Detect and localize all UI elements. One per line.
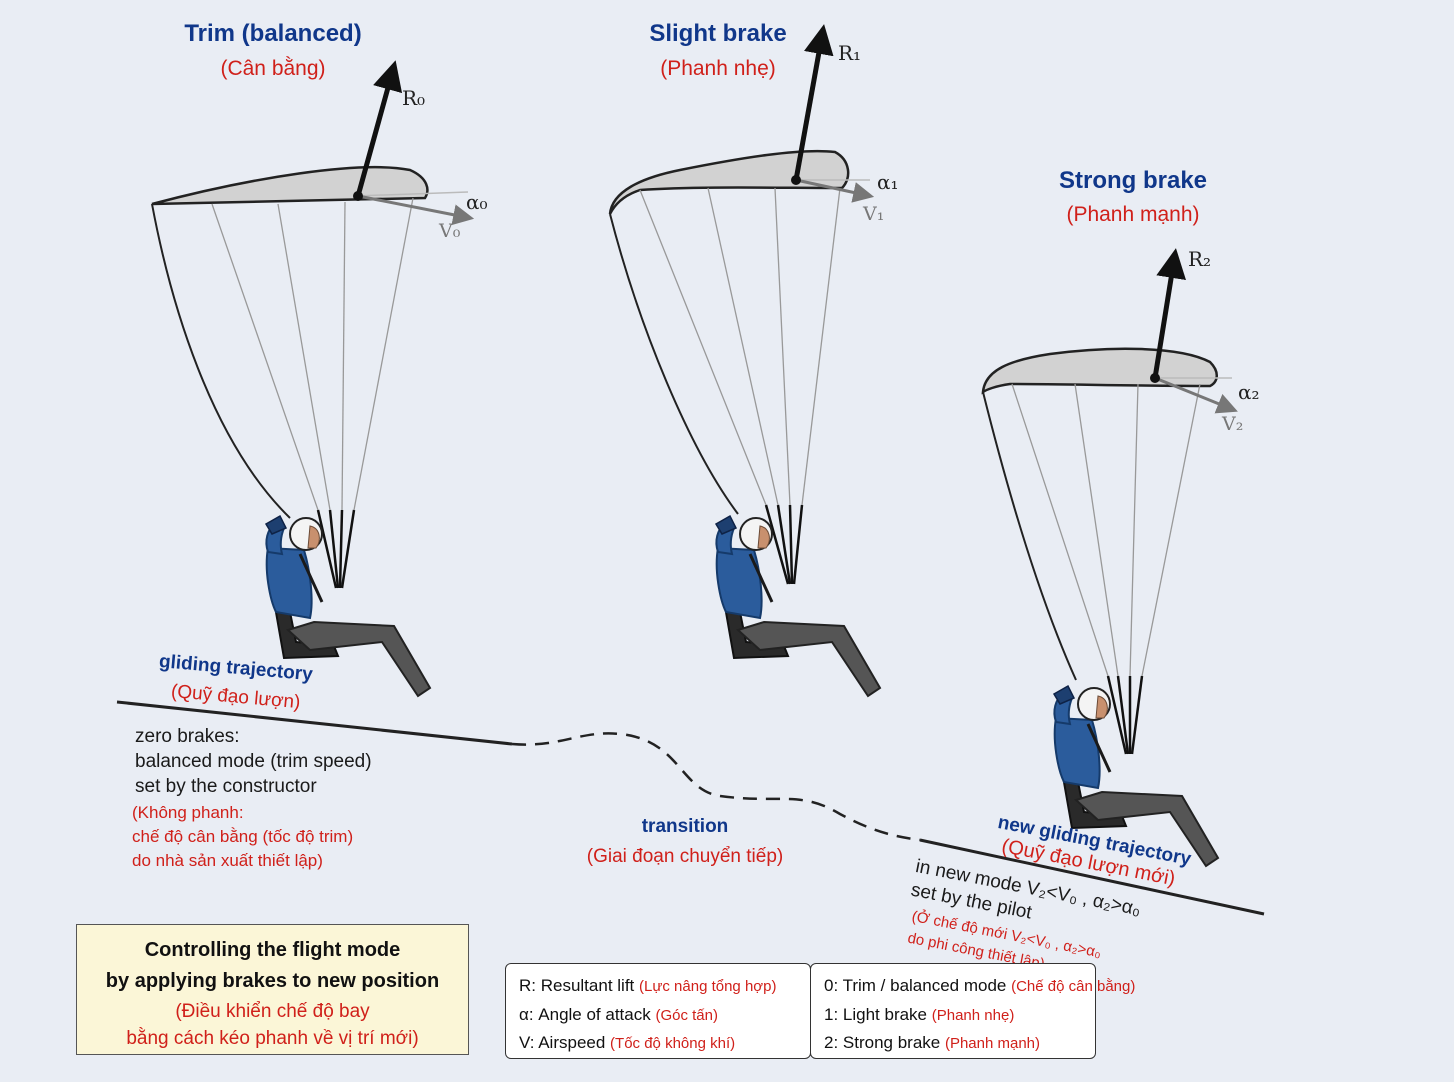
panel-title-strong: Strong brake [1058, 167, 1208, 194]
legend-item-alpha: α: Angle of attack (Góc tấn) [519, 1004, 718, 1024]
caption-line-vi-1: (Điều khiển chế độ bay [175, 1001, 370, 1022]
label-r1: R₁ [838, 41, 862, 65]
new-gliding-trajectory-line [919, 838, 1265, 916]
transition-label: transition [641, 816, 729, 837]
panel-subtitle-trim: (Cân bằng) [220, 57, 326, 80]
transition-path [511, 732, 921, 842]
caption-box: Controlling the flight mode by applying … [76, 924, 469, 1055]
legend-item-v: V: Airspeed (Tốc độ không khí) [519, 1033, 736, 1052]
label-alpha0: α₀ [466, 190, 488, 214]
airspeed-arrow-v1 [795, 178, 875, 203]
legend-item-r: R: Resultant lift (Lực nâng tổng hợp) [519, 976, 777, 995]
resultant-lift-arrow-r1 [793, 24, 834, 181]
panel-slight [608, 24, 882, 698]
suspension-lines-trim [211, 197, 414, 511]
airspeed-arrow-v2 [1154, 376, 1238, 414]
resultant-lift-arrow-r0 [355, 60, 403, 197]
panel-strong [981, 248, 1238, 868]
panel-title-slight: Slight brake [649, 20, 787, 47]
panel-title-trim: Trim (balanced) [184, 20, 362, 47]
wing-trim [151, 165, 429, 206]
transition-label-vi: (Giai đoạn chuyển tiếp) [586, 846, 784, 867]
legend-modes: 0: Trim / balanced mode (Chế độ cân bằng… [810, 963, 1136, 1059]
label-r2: R₂ [1188, 247, 1212, 271]
wing-strong [981, 347, 1218, 395]
label-alpha2: α₂ [1238, 380, 1260, 404]
caption-line-vi-2: bằng cách kéo phanh về vị trí mới) [126, 1028, 419, 1049]
airspeed-arrow-v0 [357, 194, 475, 226]
label-v0: V₀ [439, 220, 461, 242]
zero-brakes-note-vi: (Không phanh: chế độ cân bằng (tốc độ tr… [132, 803, 354, 870]
zero-brakes-note: zero brakes: balanced mode (trim speed) … [135, 726, 372, 797]
legend-item-1: 1: Light brake (Phanh nhẹ) [824, 1004, 1015, 1024]
panel-trim [151, 60, 475, 698]
label-v1: V₁ [863, 203, 885, 225]
legend-item-2: 2: Strong brake (Phanh mạnh) [824, 1033, 1041, 1052]
caption-line-1: Controlling the flight mode [144, 939, 401, 961]
label-alpha1: α₁ [877, 170, 899, 194]
resultant-lift-arrow-r2 [1152, 248, 1186, 379]
label-r0: R₀ [402, 86, 426, 110]
panel-subtitle-strong: (Phanh mạnh) [1066, 203, 1200, 226]
panel-subtitle-slight: (Phanh nhẹ) [660, 57, 776, 80]
legend-symbols: R: Resultant lift (Lực nâng tổng hợp) α:… [505, 963, 811, 1059]
legend-item-0: 0: Trim / balanced mode (Chế độ cân bằng… [824, 976, 1136, 995]
caption-line-2: by applying brakes to new position [105, 970, 440, 992]
label-v2: V₂ [1222, 413, 1244, 435]
gliding-trajectory-line [116, 700, 513, 746]
